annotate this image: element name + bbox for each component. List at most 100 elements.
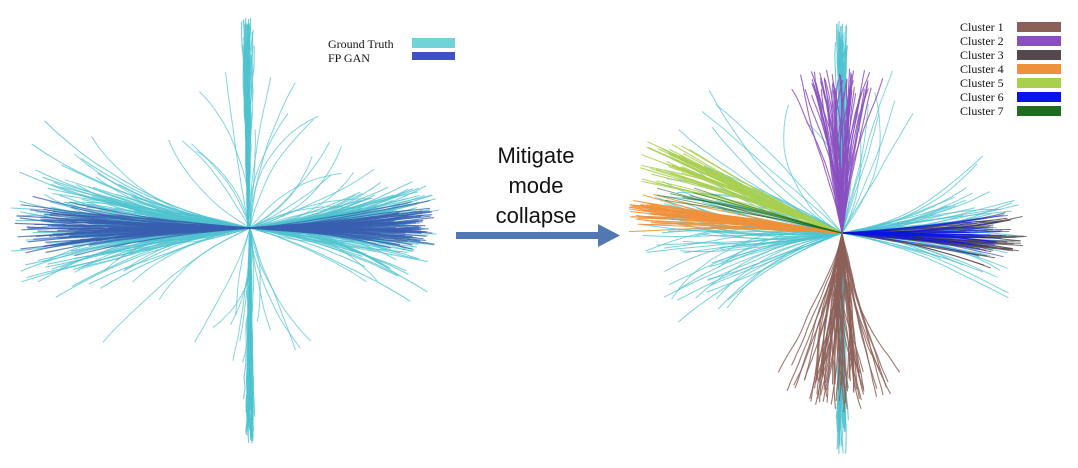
legend-swatch-cluster-7: [1017, 106, 1061, 116]
trajectory-line: [63, 201, 251, 229]
trajectory-line: [191, 143, 251, 229]
trajectory-line: [668, 232, 843, 285]
trajectory-line: [841, 232, 891, 395]
trajectory-line: [239, 227, 251, 342]
trajectory-line: [841, 100, 896, 234]
trajectory-line: [230, 227, 252, 326]
trajectory-line: [671, 152, 843, 234]
trajectory-line: [820, 88, 843, 234]
trajectory-line: [50, 227, 251, 247]
trajectory-line: [249, 213, 418, 229]
legend-entry-cluster-7: Cluster 7: [960, 104, 1061, 118]
trajectory-line: [786, 232, 843, 392]
trajectory-line: [841, 231, 992, 242]
trajectory-line: [74, 227, 251, 257]
legend-entry-ground-truth: Ground Truth: [328, 37, 455, 51]
trajectory-line: [791, 232, 843, 366]
right-trajectory-panel: [628, 20, 1027, 455]
trajectory-line: [701, 111, 843, 234]
arrow-head: [598, 224, 620, 247]
trajectory-line: [124, 227, 251, 270]
trajectory-line: [249, 119, 314, 229]
trajectory-line: [235, 227, 251, 316]
trajectory-line: [783, 104, 843, 234]
arrow-shaft: [456, 232, 600, 239]
cluster-6-trajectories: [841, 214, 1010, 258]
legend-entry-cluster-2: Cluster 2: [960, 34, 1061, 48]
legend-entry-cluster-1: Cluster 1: [960, 20, 1061, 34]
trajectory-line: [102, 227, 251, 343]
trajectory-line: [249, 200, 430, 229]
legend-label-cluster-5: Cluster 5: [960, 76, 1004, 90]
trajectory-line: [168, 140, 251, 229]
trajectory-line: [249, 227, 296, 351]
arrow-label-line-1: Mitigate: [497, 143, 574, 168]
trajectory-line: [655, 182, 843, 234]
trajectory-line: [249, 211, 345, 229]
cluster-1-trajectories: [777, 232, 900, 413]
legend-label-fp-gan: FP GAN: [328, 51, 370, 65]
right-legend: Cluster 1 Cluster 2 Cluster 3 Cluster 4 …: [960, 20, 1061, 118]
left-legend: Ground Truth FP GAN: [328, 37, 455, 65]
trajectory-line: [841, 232, 884, 396]
legend-label-cluster-3: Cluster 3: [960, 48, 1004, 62]
legend-swatch-cluster-1: [1017, 22, 1061, 32]
trajectory-line: [681, 166, 843, 234]
trajectory-line: [249, 129, 256, 229]
legend-swatch-cluster-6: [1017, 92, 1061, 102]
trajectory-line: [706, 232, 843, 293]
trajectory-line: [841, 92, 881, 234]
left-trajectory-panel: [10, 17, 440, 444]
trajectory-line: [841, 232, 980, 257]
trajectory-line: [249, 206, 354, 229]
trajectory-line: [816, 232, 843, 381]
trajectory-line: [130, 196, 251, 229]
legend-entry-fp-gan: FP GAN: [328, 51, 455, 65]
trajectory-line: [199, 91, 251, 229]
trajectory-line: [707, 232, 843, 281]
trajectory-line: [247, 45, 255, 229]
trajectory-line: [181, 140, 251, 229]
trajectory-line: [249, 194, 400, 229]
trajectory-line: [841, 214, 1005, 234]
legend-entry-cluster-4: Cluster 4: [960, 62, 1061, 76]
trajectory-line: [53, 210, 251, 229]
trajectory-line: [709, 232, 843, 286]
cluster-7-trajectories: [656, 187, 843, 234]
trajectory-line: [841, 70, 893, 234]
trajectory-line: [841, 232, 900, 373]
trajectory-line: [841, 232, 983, 273]
trajectory-line: [709, 225, 843, 238]
legend-label-cluster-7: Cluster 7: [960, 104, 1004, 118]
trajectory-line: [91, 136, 251, 229]
trajectory-line: [669, 193, 843, 234]
trajectory-line: [791, 88, 843, 234]
trajectory-line: [232, 227, 251, 361]
cluster-2-trajectories: [791, 68, 884, 234]
trajectory-line: [249, 227, 301, 349]
legend-entry-cluster-3: Cluster 3: [960, 48, 1061, 62]
left-fp-gan-trajectories: [14, 195, 435, 257]
legend-entry-cluster-5: Cluster 5: [960, 76, 1061, 90]
trajectory-line: [71, 206, 251, 229]
trajectory-line: [249, 77, 272, 229]
trajectory-line: [249, 197, 373, 229]
legend-label-cluster-2: Cluster 2: [960, 34, 1004, 48]
trajectory-line: [841, 214, 942, 234]
trajectory-line: [840, 232, 846, 404]
trajectory-line: [249, 173, 342, 229]
legend-entry-cluster-6: Cluster 6: [960, 90, 1061, 104]
trajectory-line: [635, 218, 843, 234]
cluster-5-trajectories: [640, 141, 843, 234]
trajectory-line: [841, 79, 849, 234]
trajectory-line: [656, 194, 843, 234]
legend-swatch-cluster-4: [1017, 64, 1061, 74]
trajectory-line: [813, 84, 843, 234]
trajectory-line: [841, 107, 862, 234]
trajectory-line: [715, 104, 843, 234]
trajectory-line: [695, 232, 843, 299]
legend-swatch-cluster-3: [1017, 50, 1061, 60]
trajectory-line: [823, 77, 843, 234]
trajectory-line: [249, 115, 319, 229]
